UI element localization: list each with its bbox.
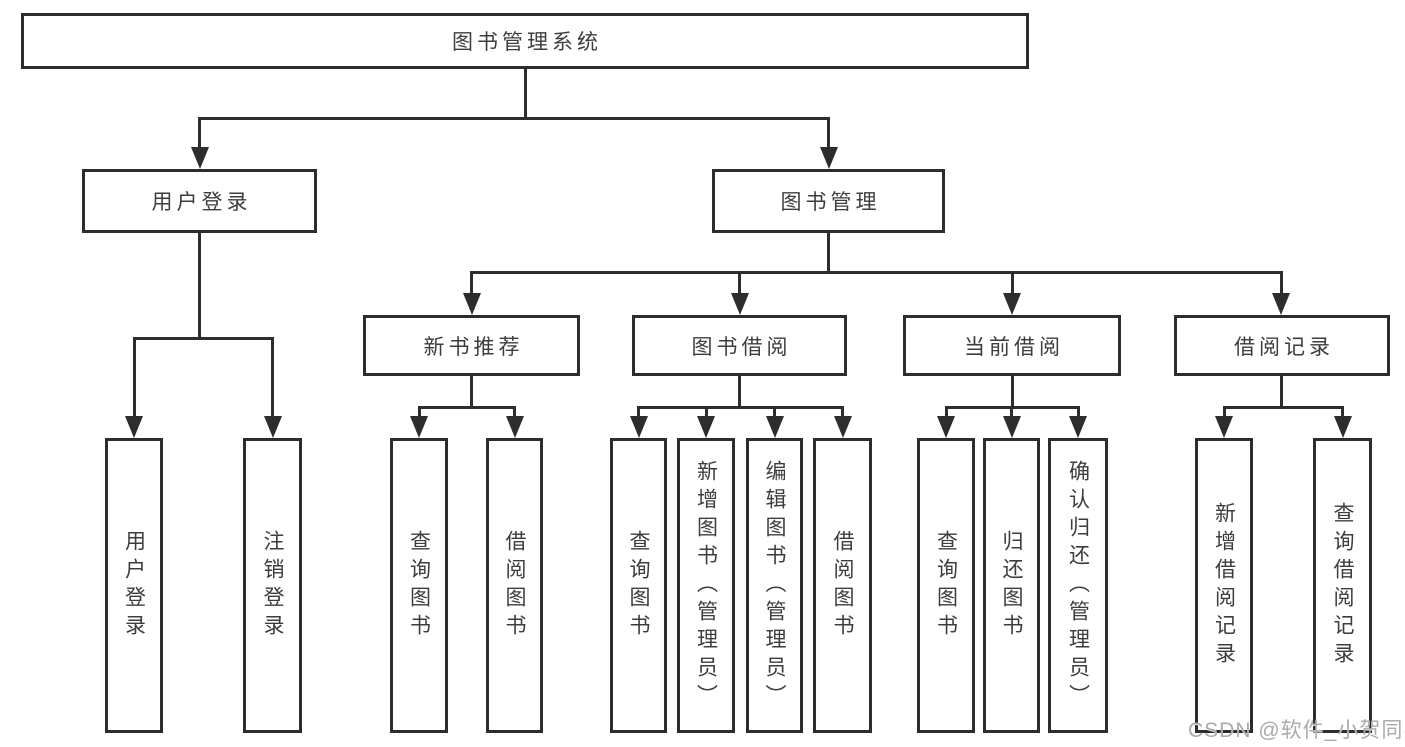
arrowhead-down-icon bbox=[833, 416, 852, 438]
arrowhead-down-icon bbox=[263, 416, 282, 438]
arrowhead-down-icon bbox=[1333, 416, 1352, 438]
connector-line bbox=[1222, 405, 1226, 420]
connector-line bbox=[1010, 405, 1013, 420]
arrowhead-down-icon bbox=[1215, 416, 1233, 438]
connector-line bbox=[1076, 405, 1080, 420]
node-book-borrowing: 图书借阅 bbox=[632, 315, 847, 376]
connector-line bbox=[198, 231, 201, 340]
node-label: 借阅记录 bbox=[1234, 335, 1334, 359]
arrowhead-down-icon bbox=[462, 293, 481, 315]
node-leaf-add-borrow-record: 新增借阅记录 bbox=[1195, 438, 1253, 733]
node-leaf-query-books-current: 查询图书 bbox=[917, 438, 975, 733]
node-label: 当前借阅 bbox=[964, 335, 1064, 359]
connector-line bbox=[132, 336, 274, 340]
node-leaf-confirm-return-admin: 确认归还（管理员） bbox=[1048, 438, 1108, 733]
arrowhead-down-icon bbox=[1272, 293, 1290, 315]
connector-line bbox=[417, 405, 516, 409]
connector-line bbox=[773, 405, 776, 420]
node-user-login: 用户登录 bbox=[82, 169, 317, 233]
arrowhead-down-icon bbox=[505, 416, 524, 438]
node-label: 图书管理 bbox=[780, 191, 881, 214]
connector-line bbox=[513, 405, 516, 420]
connector-line bbox=[738, 374, 741, 409]
connector-line bbox=[417, 405, 421, 420]
connector-line bbox=[1010, 374, 1014, 409]
node-leaf-query-books-recommend: 查询图书 bbox=[390, 438, 448, 733]
connector-line bbox=[1010, 270, 1014, 297]
arrowhead-down-icon bbox=[937, 416, 955, 438]
connector-line bbox=[198, 116, 830, 120]
connector-line bbox=[944, 405, 948, 420]
node-library-management-system: 图书管理系统 bbox=[21, 13, 1029, 69]
arrowhead-down-icon bbox=[765, 416, 784, 438]
node-label: 查询借阅记录 bbox=[1331, 501, 1354, 670]
arrowhead-down-icon bbox=[1069, 416, 1087, 438]
connector-line bbox=[827, 116, 830, 151]
node-book-management: 图书管理 bbox=[712, 169, 945, 233]
connector-line bbox=[637, 405, 640, 420]
connector-line bbox=[841, 405, 844, 420]
node-leaf-return-books: 归还图书 bbox=[983, 438, 1040, 733]
node-label: 用户登录 bbox=[122, 529, 146, 642]
node-leaf-query-books-borrow: 查询图书 bbox=[610, 438, 667, 733]
node-leaf-user-login: 用户登录 bbox=[105, 438, 163, 733]
connector-line bbox=[637, 405, 844, 409]
node-label: 编辑图书（管理员） bbox=[763, 459, 786, 712]
node-label: 查询图书 bbox=[934, 529, 958, 642]
connector-line bbox=[470, 270, 473, 297]
node-label: 注销登录 bbox=[261, 529, 284, 642]
node-leaf-edit-book-admin: 编辑图书（管理员） bbox=[746, 438, 803, 733]
arrowhead-down-icon bbox=[1003, 293, 1021, 315]
node-label: 图书借阅 bbox=[691, 335, 792, 359]
node-label: 用户登录 bbox=[151, 191, 252, 214]
connector-line bbox=[1341, 405, 1344, 420]
connector-line bbox=[523, 67, 527, 120]
arrowhead-down-icon bbox=[629, 416, 648, 438]
arrowhead-down-icon bbox=[410, 416, 428, 438]
connector-line bbox=[132, 336, 136, 420]
connector-line bbox=[470, 270, 1283, 274]
node-new-book-recommendation: 新书推荐 bbox=[363, 315, 580, 376]
node-leaf-add-book-admin: 新增图书（管理员） bbox=[677, 438, 735, 733]
csdn-watermark: CSDN @软件_小贺同学 bbox=[1188, 719, 1405, 742]
node-current-borrowing: 当前借阅 bbox=[903, 315, 1121, 376]
node-label: 确认归还（管理员） bbox=[1066, 459, 1090, 712]
connector-line bbox=[1279, 374, 1283, 409]
arrowhead-down-icon bbox=[819, 147, 838, 169]
arrowhead-down-icon bbox=[1002, 416, 1021, 438]
connector-line bbox=[470, 374, 473, 409]
node-leaf-logout: 注销登录 bbox=[243, 438, 302, 733]
node-label: 新书推荐 bbox=[423, 335, 524, 359]
node-label: 新增借阅记录 bbox=[1212, 501, 1236, 670]
connector-line bbox=[704, 405, 708, 420]
node-label: 图书管理系统 bbox=[452, 31, 602, 54]
node-leaf-borrow-books-recommend: 借阅图书 bbox=[486, 438, 543, 733]
node-leaf-borrow-books-borrow: 借阅图书 bbox=[813, 438, 872, 733]
arrowhead-down-icon bbox=[730, 293, 749, 315]
node-label: 新增图书（管理员） bbox=[694, 459, 718, 712]
node-label: 借阅图书 bbox=[831, 529, 854, 642]
connector-line bbox=[1279, 270, 1283, 297]
connector-line bbox=[271, 336, 274, 420]
node-label: 归还图书 bbox=[1000, 529, 1023, 642]
node-label: 借阅图书 bbox=[503, 529, 526, 642]
connector-line bbox=[738, 270, 741, 297]
connector-line bbox=[827, 231, 830, 274]
arrowhead-down-icon bbox=[697, 416, 715, 438]
arrowhead-down-icon bbox=[190, 147, 209, 169]
node-label: 查询图书 bbox=[627, 529, 650, 642]
arrowhead-down-icon bbox=[125, 416, 143, 438]
connector-line bbox=[1222, 405, 1344, 409]
node-borrowing-records: 借阅记录 bbox=[1174, 315, 1390, 376]
connector-line bbox=[198, 116, 201, 151]
node-label: 查询图书 bbox=[407, 529, 431, 642]
node-leaf-query-borrow-record: 查询借阅记录 bbox=[1313, 438, 1372, 733]
